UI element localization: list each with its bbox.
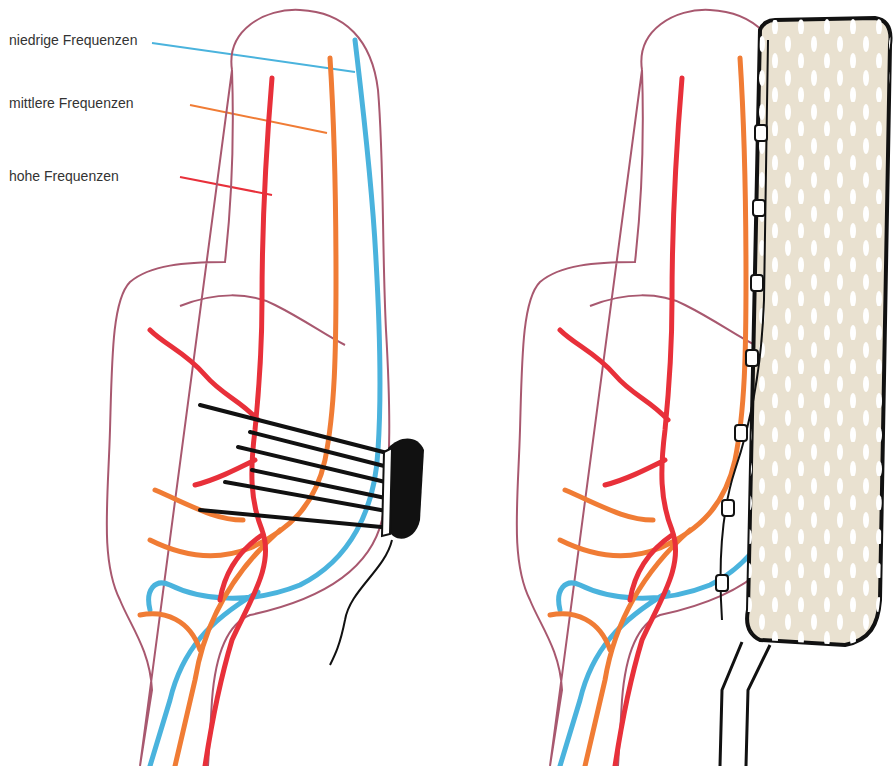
frequency-label: niedrige Frequenzen [8, 32, 138, 48]
frequency-label: hohe Frequenzen [8, 168, 120, 184]
frequency-label: mittlere Frequenzen [8, 95, 135, 111]
